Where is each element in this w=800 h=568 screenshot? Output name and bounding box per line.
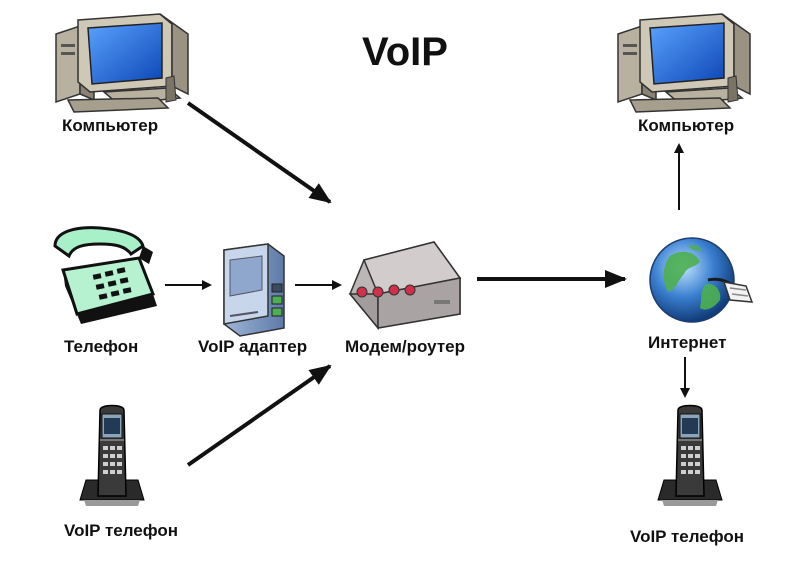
diagram-title: VoIP bbox=[362, 30, 448, 74]
modem-router-icon bbox=[348, 241, 462, 331]
label-computer-right: Компьютер bbox=[638, 116, 735, 135]
desktop-computer-icon bbox=[55, 13, 189, 113]
cordless-phone-icon bbox=[657, 404, 723, 506]
label-computer-left: Компьютер bbox=[62, 116, 159, 135]
desktop-computer-icon bbox=[617, 13, 751, 113]
rotary-phone-icon bbox=[53, 226, 157, 324]
label-phone: Телефон bbox=[64, 337, 139, 356]
label-modem-router: Модем/роутер bbox=[345, 337, 466, 356]
cordless-phone-icon bbox=[79, 404, 145, 506]
label-internet: Интернет bbox=[648, 333, 727, 352]
connection-arrows bbox=[165, 101, 690, 467]
label-voip-adapter: VoIP адаптер bbox=[198, 337, 308, 356]
voip-adapter-icon bbox=[223, 243, 285, 337]
arrow-computer-to-modem bbox=[186, 101, 332, 204]
globe-network-icon bbox=[649, 237, 754, 323]
label-voip-phone-right: VoIP телефон bbox=[630, 527, 745, 546]
arrow-voip-phone-to-modem bbox=[186, 364, 332, 467]
label-voip-phone-left: VoIP телефон bbox=[64, 521, 179, 540]
